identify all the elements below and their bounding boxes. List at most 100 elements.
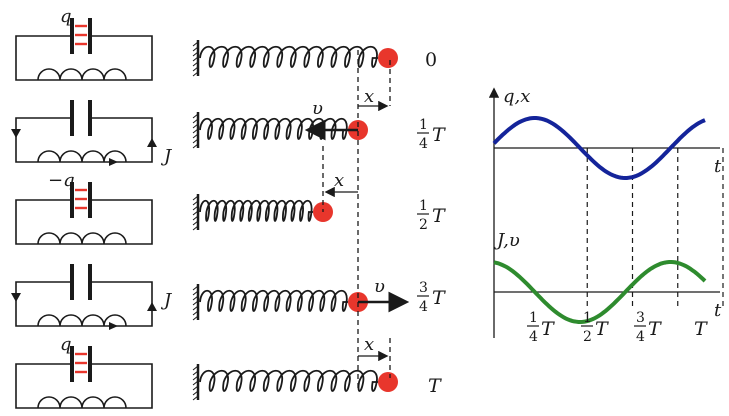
frac-num: 1 <box>419 198 428 214</box>
wall-hatch <box>192 113 199 119</box>
period-symbol: T <box>432 205 446 227</box>
circuit-wire <box>15 281 153 327</box>
wall-hatch <box>192 285 199 291</box>
tick-half: 1 2 T <box>581 310 609 345</box>
charge-label: q <box>60 6 72 27</box>
displacement-label: x <box>364 86 374 107</box>
wall-hatch <box>192 300 199 306</box>
circuit-wire <box>15 117 153 163</box>
spring-coil <box>199 45 378 68</box>
circuit-3: −q <box>15 170 153 245</box>
period-symbol: T <box>432 124 446 146</box>
period-symbol: T <box>648 318 662 340</box>
wall-hatch <box>192 310 199 316</box>
wall-hatch <box>192 138 199 144</box>
wall-hatch <box>192 46 199 52</box>
period-symbol: T <box>541 318 555 340</box>
bottom-axis-label: J,υ <box>493 230 520 251</box>
wall-hatch <box>192 385 199 391</box>
current-arrow <box>11 129 21 138</box>
wall-hatch <box>192 71 199 77</box>
circuit-frame <box>11 264 157 330</box>
top-axis-label: q,x <box>503 86 530 107</box>
spring-coil <box>199 199 313 222</box>
t-label-top: t <box>714 156 722 177</box>
wall-hatch <box>192 200 199 206</box>
circuit-frame <box>15 346 153 409</box>
wall-hatch <box>192 133 199 139</box>
frac-num: 1 <box>419 117 428 133</box>
time-label-full: T <box>428 375 442 397</box>
frac-num: 1 <box>583 310 592 326</box>
inductor-coil <box>37 68 127 81</box>
frac-den: 2 <box>419 217 428 233</box>
circuit-2: J <box>11 100 173 167</box>
time-value: T <box>428 375 442 397</box>
spring-row-1 <box>192 40 398 77</box>
inductor-coil <box>37 150 127 163</box>
wall-hatch <box>192 365 199 371</box>
frac-den: 4 <box>529 329 538 345</box>
wall-hatch <box>192 123 199 129</box>
inductor-coil <box>37 396 127 409</box>
frac-den: 4 <box>419 136 428 152</box>
current-arrow <box>11 293 21 302</box>
wall-hatch <box>192 61 199 67</box>
time-label-three-quarter: 3 4 T <box>417 280 446 315</box>
mass-ball <box>378 372 398 392</box>
period-symbol: T <box>595 318 609 340</box>
frac-den: 4 <box>636 329 645 345</box>
frac-den: 4 <box>419 299 428 315</box>
graph: q,x J,υ t t 1 4 T 1 2 T 3 4 T T <box>488 86 724 345</box>
wall-hatch <box>192 56 199 62</box>
circuit-frame <box>15 182 153 245</box>
wall-hatch <box>192 195 199 201</box>
charge-label: q <box>60 334 72 355</box>
wall-hatch <box>192 128 199 134</box>
wall-hatch <box>192 210 199 216</box>
circuit-frame <box>11 100 157 166</box>
wall-hatch <box>192 51 199 57</box>
wall-hatch <box>192 118 199 124</box>
velocity-label: υ <box>374 276 385 297</box>
wall-hatch <box>192 205 199 211</box>
circuit-frame <box>15 18 153 81</box>
wall-hatch <box>192 290 199 296</box>
frac-num: 3 <box>636 310 645 326</box>
wall-hatch <box>192 395 199 401</box>
frac-num: 1 <box>529 310 538 326</box>
displacement-label: x <box>334 170 344 191</box>
wall-hatch <box>192 315 199 321</box>
tick-three-quarter: 3 4 T <box>634 310 662 345</box>
wall-hatch <box>192 66 199 72</box>
current-arrow <box>109 158 118 166</box>
wall-hatch <box>192 380 199 386</box>
wall-hatch <box>192 225 199 231</box>
spring-row-4 <box>192 284 368 321</box>
frac-den: 2 <box>583 329 592 345</box>
spring-row-3 <box>192 194 333 231</box>
charge-label: −q <box>48 170 75 191</box>
current-curve <box>493 260 707 324</box>
time-value: 0 <box>425 49 437 71</box>
circuit-5: q <box>15 334 153 409</box>
period-symbol: T <box>432 287 446 309</box>
wall-hatch <box>192 390 199 396</box>
displacement-label: x <box>364 334 374 355</box>
wall-hatch <box>192 41 199 47</box>
current-arrow <box>147 138 157 147</box>
wall-hatch <box>192 215 199 221</box>
inductor-coil <box>37 232 127 245</box>
charge-curve <box>492 116 706 180</box>
spring-coil <box>199 289 348 312</box>
period-symbol: T <box>694 318 708 340</box>
current-label: J <box>160 146 173 167</box>
mass-ball <box>378 48 398 68</box>
current-label: J <box>160 290 173 311</box>
wall-hatch <box>192 295 199 301</box>
circuit-wire <box>15 199 153 245</box>
time-label-half: 1 2 T <box>417 198 446 233</box>
wall-hatch <box>192 370 199 376</box>
current-arrow <box>109 322 118 330</box>
